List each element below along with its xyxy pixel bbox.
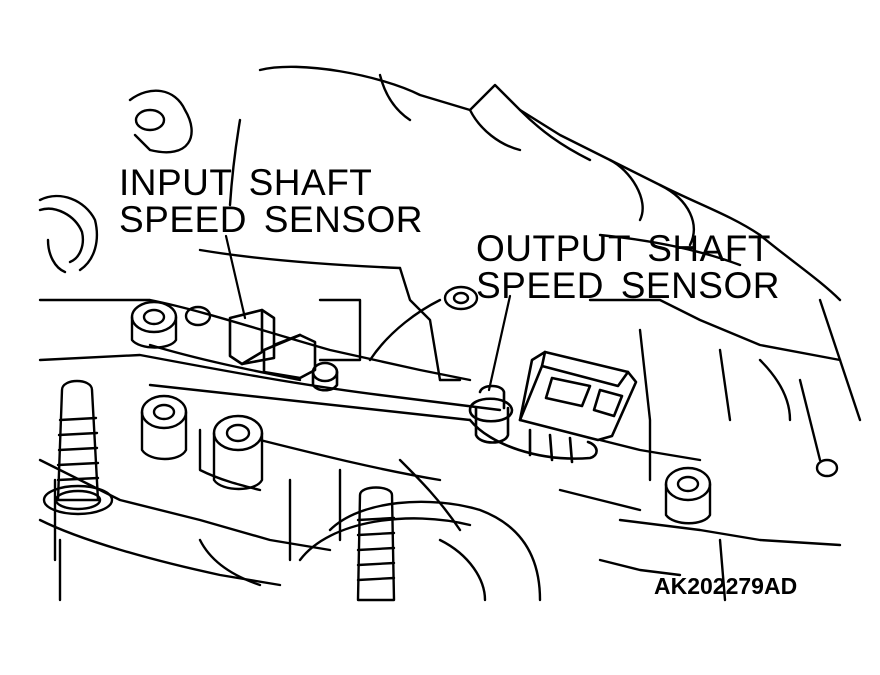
short-stud-center <box>356 486 396 602</box>
left-ring <box>38 194 99 274</box>
figure-code: AK202279AD <box>654 573 798 599</box>
input-sensor-leader-line <box>224 234 247 320</box>
input-sensor-label-line1: INPUT SHAFT <box>119 162 373 203</box>
lower-opening <box>298 500 542 602</box>
mid-bracket <box>198 248 462 382</box>
bolt-bosses <box>130 285 839 525</box>
upper-housing <box>128 65 762 267</box>
input-sensor-label-line2: SPEED SENSOR <box>119 199 423 240</box>
long-stud-left <box>42 379 114 516</box>
deck-plate <box>38 298 502 602</box>
output-sensor-label-line2: SPEED SENSOR <box>476 265 780 306</box>
right-ribs <box>558 233 862 602</box>
output-sensor-label-line1: OUTPUT SHAFT <box>476 228 771 269</box>
output-shaft-speed-sensor <box>468 350 638 464</box>
input-shaft-speed-sensor <box>228 308 339 392</box>
output-sensor-leader-line <box>487 294 512 392</box>
